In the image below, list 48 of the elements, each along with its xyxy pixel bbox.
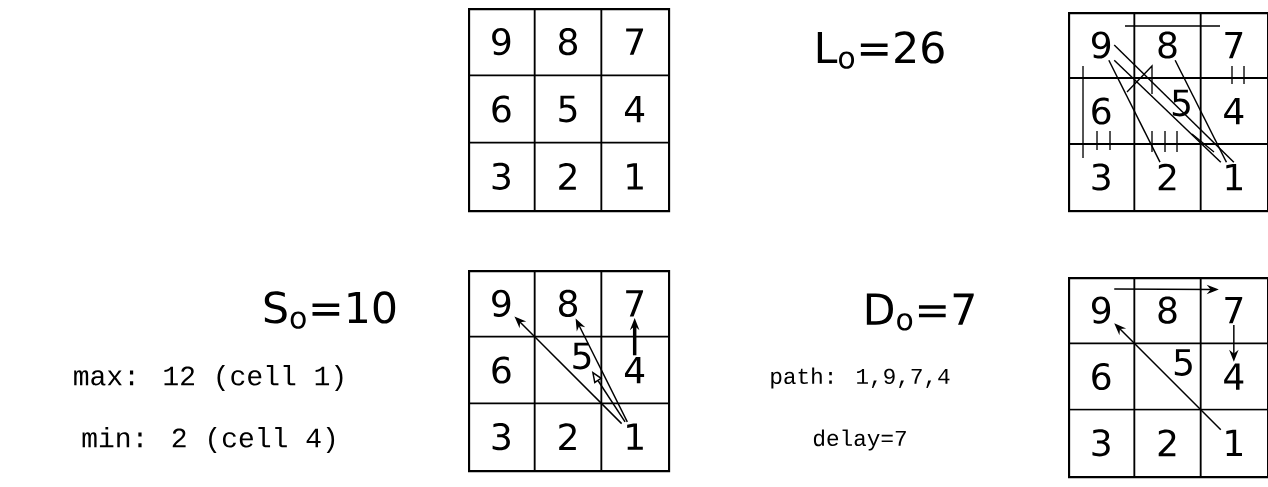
cell-number: 2 (559, 423, 576, 451)
cell-number: 8 (559, 28, 577, 56)
formula-label: D$_{o}$=7 (866, 293, 974, 331)
cell-number: 6 (1092, 97, 1111, 125)
cell-number: 5 (1172, 89, 1190, 117)
cell-number: 9 (1092, 296, 1111, 324)
formula-label: L$_{o}$=26 (817, 31, 944, 69)
cell-number: 4 (1224, 363, 1244, 390)
cell-number: 9 (1092, 31, 1111, 59)
path-text: delay=7 (813, 429, 906, 451)
grid-box (468, 270, 671, 473)
formula-label: S$_{o}$=10 (264, 291, 396, 329)
cell-number: 2 (1158, 429, 1176, 457)
cell-number: 1 (627, 163, 643, 190)
cell-number: 1 (627, 423, 643, 450)
statistic-text: min: 2 (cell 4) (82, 426, 335, 454)
cell-number: 3 (1092, 429, 1110, 457)
cell-number: 5 (573, 342, 591, 370)
cell-number: 8 (1158, 296, 1177, 324)
cell-number: 1 (1226, 163, 1242, 191)
cell-number: 3 (492, 162, 510, 190)
path-text: path: 1,9,7,4 (771, 367, 950, 389)
cell-number: 4 (625, 356, 645, 384)
cell-number: 3 (492, 423, 510, 451)
cell-number: 7 (626, 290, 644, 317)
cell-number: 7 (1225, 31, 1243, 59)
cell-number: 4 (625, 95, 645, 123)
arrow (1114, 323, 1222, 431)
cell-number: 6 (1092, 362, 1111, 391)
cell-number: 7 (1225, 297, 1243, 324)
cell-number: 2 (559, 163, 576, 190)
statistic-text: max: 12 (cell 1) (74, 364, 343, 392)
cell-number: 9 (492, 289, 511, 317)
cell-number: 8 (559, 289, 577, 317)
grid-box (1068, 277, 1268, 479)
cell-number: 4 (1224, 97, 1244, 125)
cell-number: 7 (626, 28, 644, 55)
grid-box (468, 8, 671, 213)
cell-number: 5 (1174, 349, 1192, 376)
cell-number: 3 (1092, 163, 1110, 191)
grid-box (1068, 12, 1268, 213)
cell-number: 9 (492, 28, 511, 56)
cell-number: 8 (1158, 31, 1177, 59)
cell-number: 2 (1158, 163, 1176, 191)
cell-number: 6 (492, 95, 511, 123)
cell-number: 1 (1226, 429, 1242, 456)
cell-number: 5 (559, 95, 577, 123)
cell-number: 6 (492, 356, 511, 384)
